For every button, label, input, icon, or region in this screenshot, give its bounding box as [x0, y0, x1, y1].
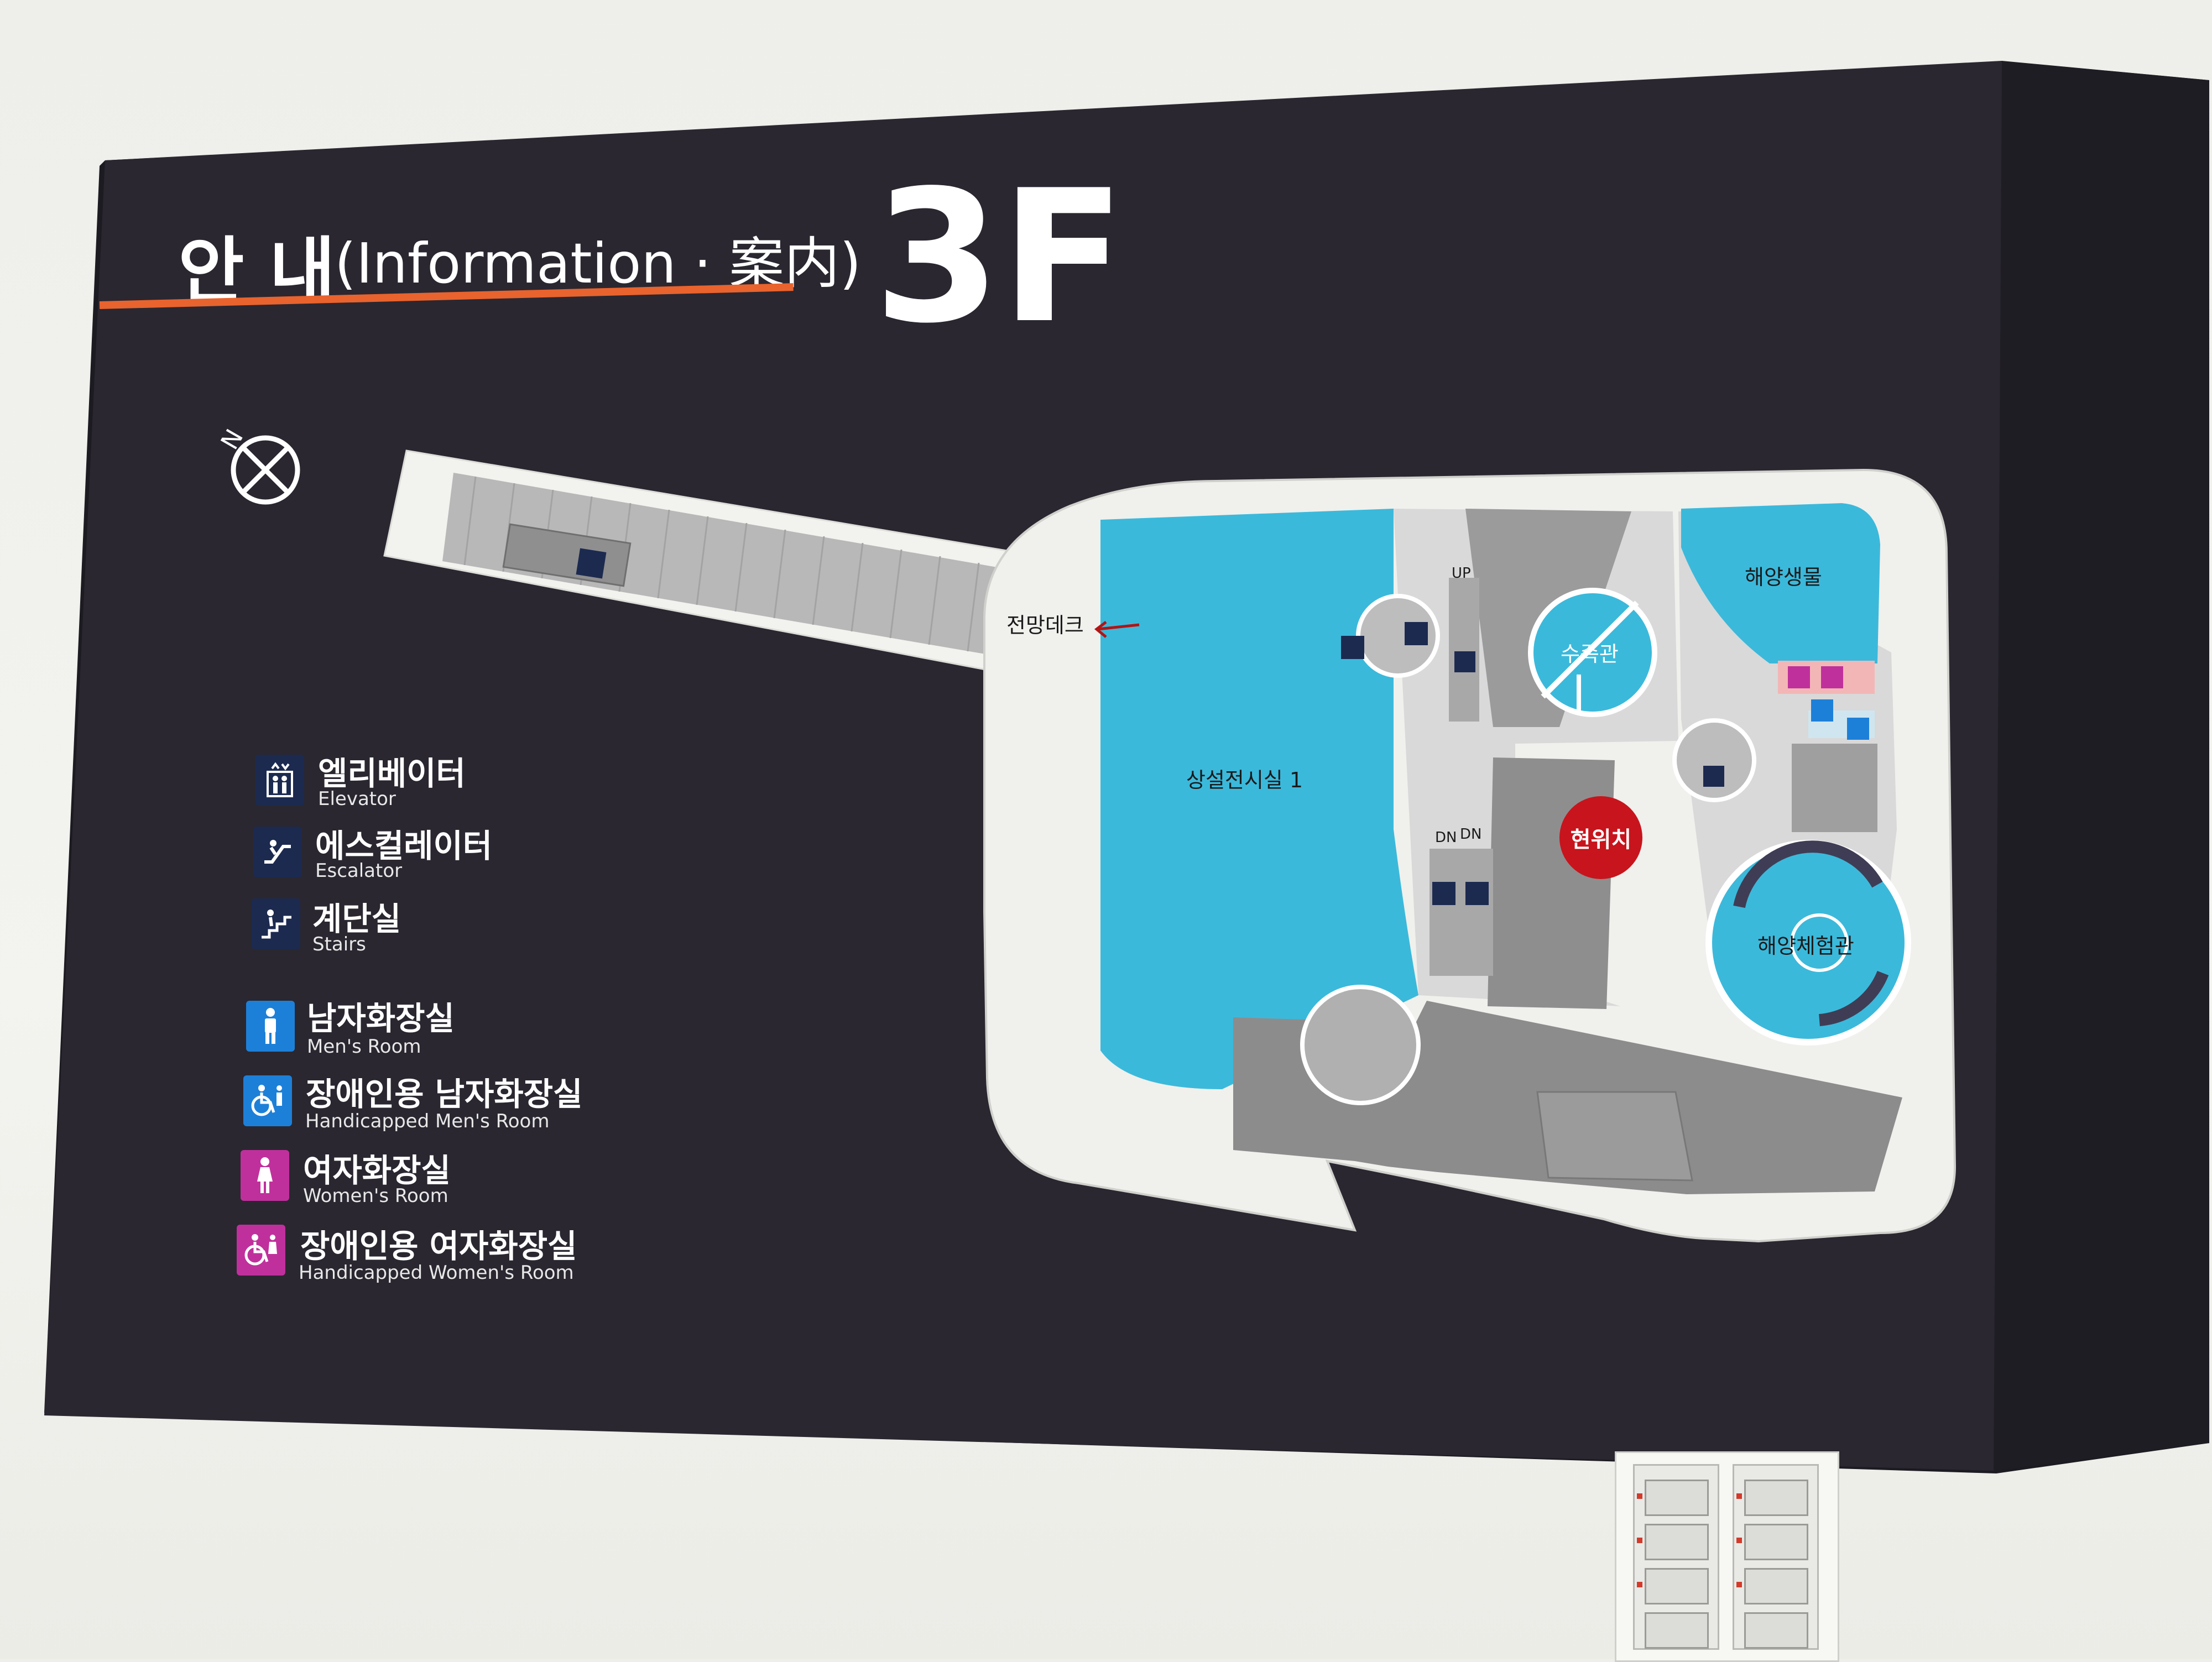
floor-label: 3F — [874, 151, 1126, 363]
handicapped-womens-room-icon — [237, 1225, 285, 1276]
down-label-2: DN — [1460, 826, 1482, 843]
marine-life-label: 해양생물 — [1745, 565, 1822, 589]
breaker-block-left — [1633, 1464, 1719, 1650]
legend-label-english: Handicapped Women's Room — [299, 1262, 574, 1284]
breaker-block-right — [1733, 1464, 1819, 1650]
wall-switch-panel — [1615, 1451, 1839, 1662]
elevator-icon — [255, 755, 304, 806]
escalator-icon — [253, 827, 302, 877]
legend-label-english: Stairs — [312, 933, 366, 955]
stairs-icon — [252, 898, 300, 949]
legend-label-english: Handicapped Men's Room — [305, 1110, 550, 1132]
legend-label-korean: 남자화장실 — [307, 1000, 455, 1037]
legend-label-korean: 에스컬레이터 — [315, 827, 493, 865]
legend-label-korean: 장애인용 남자화장실 — [306, 1075, 583, 1113]
legend-label-korean: 계단실 — [312, 900, 401, 938]
down-label-1: DN — [1435, 829, 1457, 846]
legend-label-korean: 여자화장실 — [303, 1152, 451, 1189]
mens-room-icon — [246, 1001, 295, 1052]
marine-experience-label: 해양체험관 — [1757, 934, 1854, 958]
legend-label-english: Escalator — [315, 860, 403, 882]
up-label: UP — [1452, 565, 1471, 582]
legend-label-english: Elevator — [318, 788, 396, 810]
current-location-marker: 현위치 — [1559, 796, 1642, 879]
legend-label-english: Women's Room — [303, 1185, 448, 1207]
legend-label-korean: 엘리베이터 — [318, 755, 466, 792]
womens-room-icon — [241, 1150, 289, 1201]
legend-label-korean: 장애인용 여자화장실 — [300, 1227, 577, 1265]
exhibit-hall-label: 상설전시실 1 — [1186, 768, 1303, 792]
aquarium-label: 수족관 — [1561, 642, 1619, 666]
observation-deck-label: 전망데크 — [1006, 613, 1084, 637]
handicapped-mens-room-icon — [243, 1075, 292, 1126]
legend-label-english: Men's Room — [307, 1036, 421, 1058]
